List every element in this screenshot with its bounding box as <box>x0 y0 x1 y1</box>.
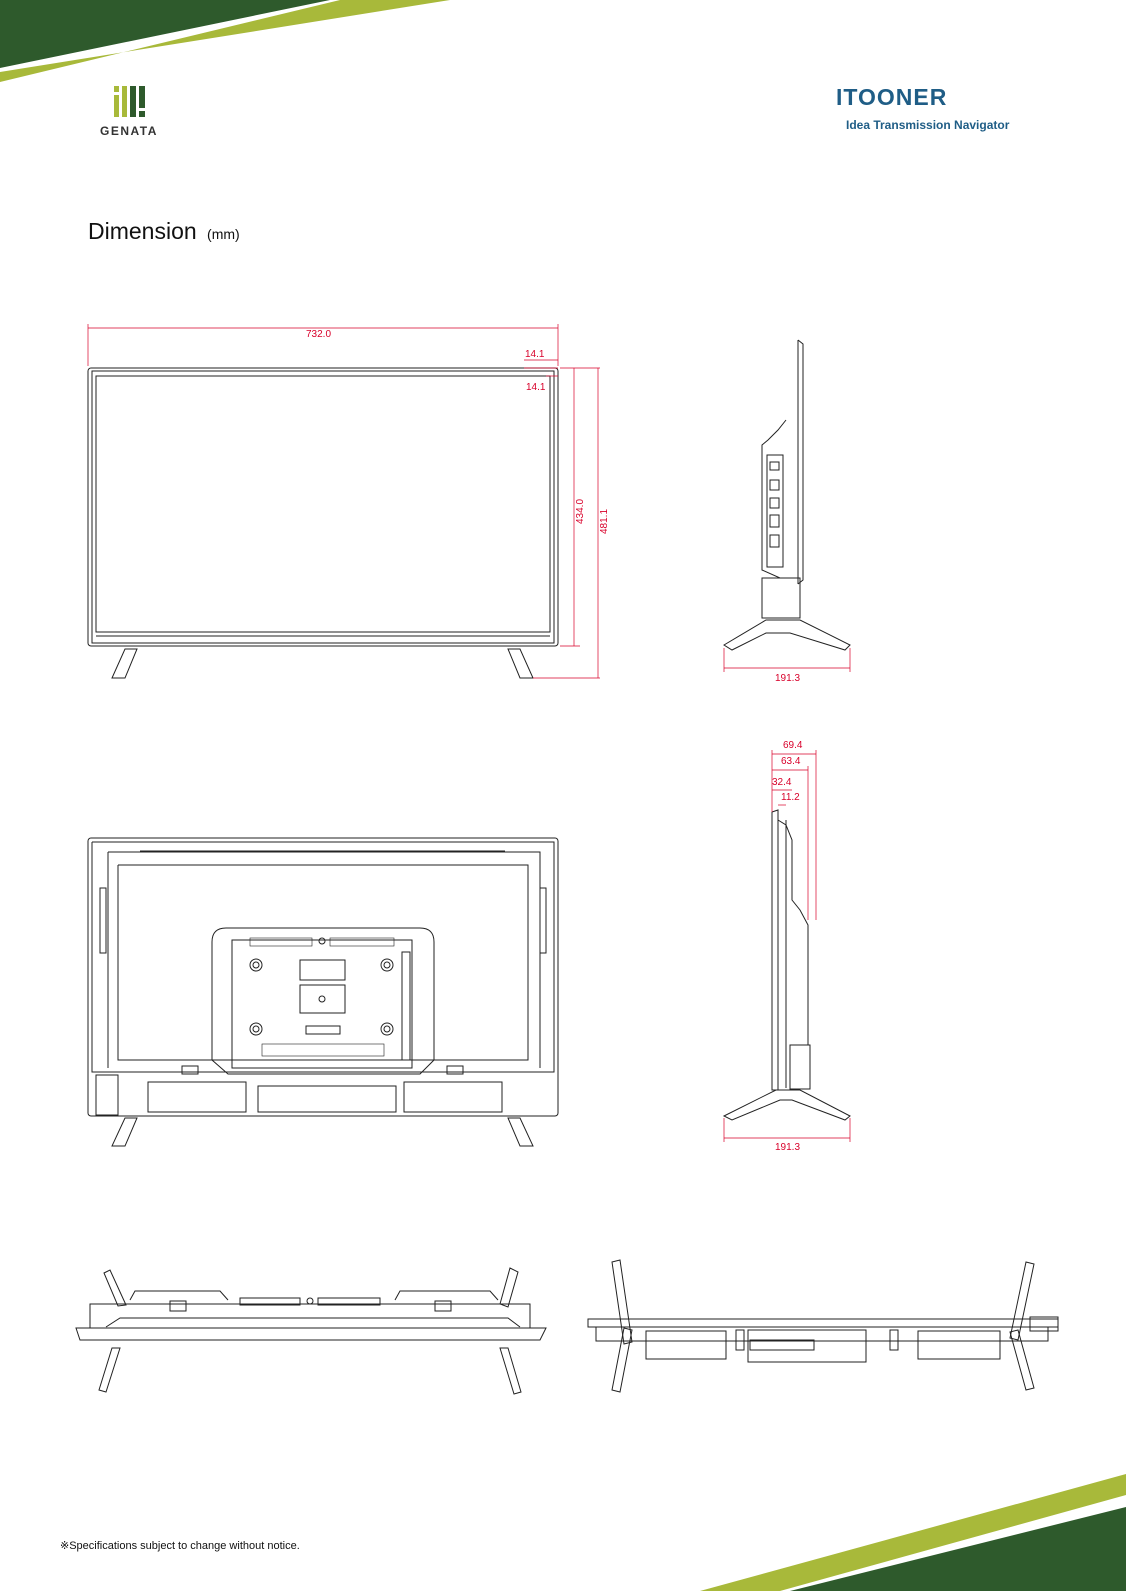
dimension-depth-panel: 11.2 <box>781 792 800 803</box>
dimension-side2-stand-depth: 191.3 <box>775 1142 801 1153</box>
dimension-depth-top: 32.4 <box>772 777 792 788</box>
bottom-banner-dark <box>790 1507 1126 1591</box>
dimension-depth-body: 63.4 <box>781 756 801 767</box>
front-view-drawing <box>87 367 559 679</box>
side-view-2-dimension-lines <box>723 750 851 1142</box>
page-title: Dimension (mm) <box>88 218 240 245</box>
genata-logo-text: GENATA <box>100 124 158 138</box>
genata-logo-icon <box>114 86 145 117</box>
dimension-depth-total: 69.4 <box>783 740 803 751</box>
front-view-dimension-lines <box>87 324 600 679</box>
itooner-tagline: Idea Transmission Navigator <box>846 118 1010 132</box>
dimension-total-height: 481.1 <box>599 508 610 534</box>
bottom-view-drawing <box>587 1259 1059 1393</box>
side-view-1-drawing <box>723 339 851 651</box>
top-banner-dark <box>0 0 330 68</box>
side-view-2-drawing <box>722 809 851 1121</box>
side-view-1-dimension-lines <box>723 648 851 672</box>
dimension-panel-height: 434.0 <box>575 498 586 524</box>
itooner-logo-text: ITOONER <box>836 84 948 110</box>
rear-view-drawing <box>87 837 559 1147</box>
top-view-drawing <box>75 1267 547 1395</box>
bottom-banner-light <box>700 1474 1126 1591</box>
footer-note: ※Specifications subject to change withou… <box>60 1540 300 1552</box>
dimension-bezel-top: 14.1 <box>525 349 545 360</box>
dimension-front-width: 732.0 <box>306 329 332 340</box>
dimension-bezel-side: 14.1 <box>526 382 546 393</box>
page-title-text: Dimension <box>88 218 197 244</box>
dimension-side-stand-depth: 191.3 <box>775 673 801 684</box>
page-title-unit: (mm) <box>207 226 240 242</box>
